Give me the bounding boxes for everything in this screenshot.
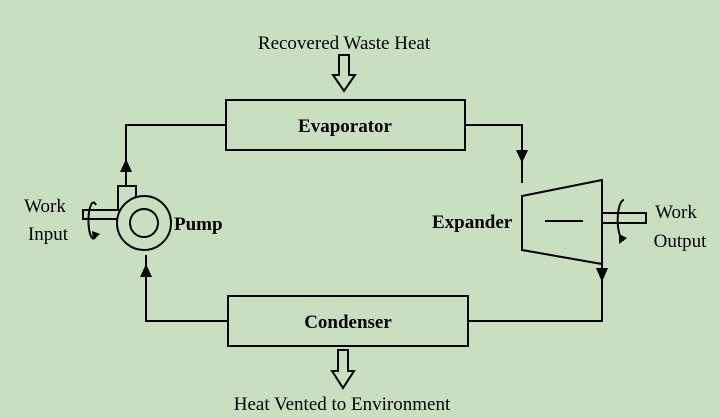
work-output-label-line2: Output (654, 231, 708, 252)
pump-symbol (82, 185, 172, 251)
work-input-label-line2: Input (28, 224, 69, 245)
recovered-waste-heat-label: Recovered Waste Heat (258, 33, 431, 54)
evaporator-label: Evaporator (298, 116, 393, 137)
flow-arrow-from-pump (120, 159, 132, 172)
expander-label: Expander (432, 212, 513, 233)
heat-input-arrow (331, 54, 357, 93)
evaporator-box (225, 99, 466, 151)
heat-output-arrow (330, 349, 356, 390)
condenser-label: Condenser (304, 312, 392, 333)
work-input-label-line1: Work (24, 196, 66, 217)
pump-label: Pump (174, 214, 223, 235)
work-output-label-line1: Work (655, 202, 697, 223)
heat-vented-label: Heat Vented to Environment (234, 394, 451, 415)
expander-symbol (521, 178, 647, 266)
flow-arrow-to-expander (516, 150, 528, 163)
condenser-box (227, 295, 469, 347)
flow-arrow-to-pump (140, 264, 152, 277)
flow-arrow-from-expander (596, 268, 608, 282)
